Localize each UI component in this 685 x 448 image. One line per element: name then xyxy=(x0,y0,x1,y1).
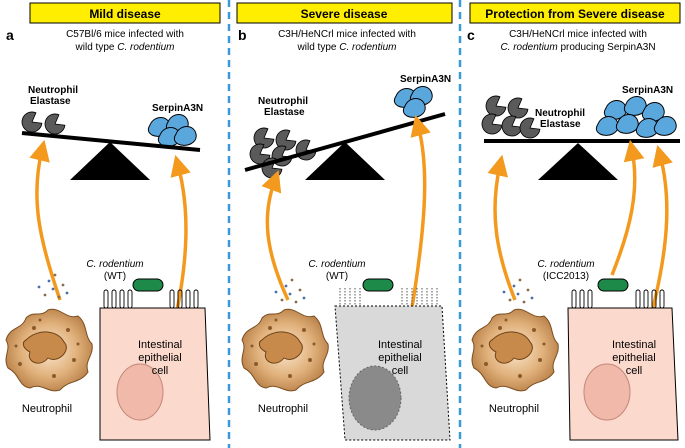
bacteria-icon xyxy=(132,278,164,292)
panel-letter: a xyxy=(6,27,14,43)
panel-description-line2: C. rodentium producing SerpinA3N xyxy=(500,42,655,53)
serpin-icon xyxy=(595,116,619,136)
panel-title: Protection from Severe disease xyxy=(485,7,665,21)
panel-description-line1: C3H/HeNCrl mice infected with xyxy=(278,29,416,40)
panel-title: Mild disease xyxy=(89,7,161,21)
balance-fulcrum xyxy=(305,142,385,180)
serpin-label: SerpinA3N xyxy=(152,103,203,114)
epithelial-cell-damaged xyxy=(334,288,451,441)
neutrophil-label: Neutrophil xyxy=(489,403,539,415)
panel-description-line2: wild type C. rodentium xyxy=(297,42,397,53)
panel-description-line2: wild type C. rodentium xyxy=(75,42,175,53)
arrow-neutrophil-to-elastase xyxy=(261,170,290,301)
panel-letter: b xyxy=(238,27,247,43)
serpin-label: SerpinA3N xyxy=(400,74,451,85)
arrow-neutrophil-to-elastase xyxy=(487,154,517,301)
cell-nucleus xyxy=(348,365,402,431)
balance-fulcrum xyxy=(538,143,618,180)
panel-title-box xyxy=(236,2,453,24)
panel-description-line1: C3H/HeNCrl mice infected with xyxy=(509,29,647,40)
arrow-cell-to-serpin xyxy=(170,154,191,321)
bacteria-label: C. rodentium(ICC2013) xyxy=(537,259,594,282)
balance-beam xyxy=(21,131,201,152)
arrow-bacteria-to-serpin xyxy=(610,139,645,276)
panel-title-box xyxy=(469,2,681,24)
panel-b: Severe disease b C3H/HeNCrl mice infecte… xyxy=(236,2,453,441)
neutrophil-icon xyxy=(241,308,329,392)
bacteria-icon xyxy=(362,278,394,292)
panel-title: Severe disease xyxy=(301,7,388,21)
balance-fulcrum xyxy=(70,142,150,180)
neutrophil-icon xyxy=(471,308,559,392)
cell-nucleus xyxy=(116,363,164,421)
bacteria-label: C. rodentium(WT) xyxy=(86,259,143,282)
serpin-label: SerpinA3N xyxy=(622,85,673,96)
panel-description-line1: C57Bl/6 mice infected with xyxy=(66,29,184,40)
bacteria-icon xyxy=(597,278,629,292)
epithelial-cell xyxy=(567,289,679,441)
elastase-icon xyxy=(515,114,543,143)
panel-a: Mild disease a C57Bl/6 mice infected wit… xyxy=(5,2,221,441)
neutrophil-icon xyxy=(5,308,93,392)
arrow-cell-to-serpin xyxy=(408,114,431,321)
panel-title-box xyxy=(29,2,221,24)
cell-nucleus xyxy=(583,363,631,421)
neutrophil-label: Neutrophil xyxy=(22,403,72,415)
bacteria-label: C. rodentium(WT) xyxy=(308,259,365,282)
arrow-neutrophil-to-elastase xyxy=(29,139,62,301)
neutrophil-label: Neutrophil xyxy=(258,403,308,415)
panel-letter: c xyxy=(467,27,475,43)
epithelial-cell xyxy=(99,289,211,441)
panel-c: Protection from Severe disease c C3H/HeN… xyxy=(467,2,681,441)
